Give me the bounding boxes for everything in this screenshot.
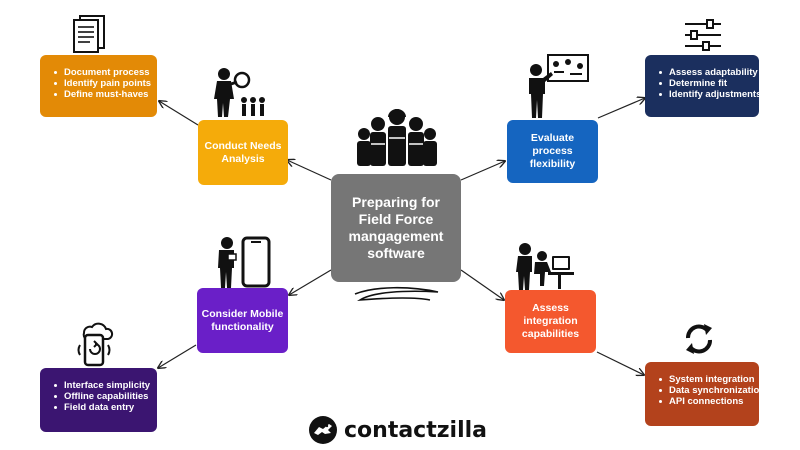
presenter-with-board-icon <box>529 54 589 118</box>
list-item: Determine fit <box>657 78 749 89</box>
list-item: Assess adaptability <box>657 67 758 78</box>
list-item: Identify pain points <box>52 78 151 89</box>
center-line: mangagement <box>348 228 444 244</box>
center-line: software <box>367 245 425 261</box>
team-of-workers-icon <box>357 109 437 166</box>
node-label: Conduct Needs <box>204 139 282 152</box>
list-item: System integration <box>657 374 755 385</box>
brand-name: contactzilla <box>344 417 488 443</box>
arrow-integration-to-list <box>596 351 644 375</box>
sliders-icon <box>685 19 721 51</box>
node-label: Analysis <box>221 152 265 165</box>
scribble-decoration <box>354 286 439 302</box>
documents-icon <box>73 15 105 53</box>
list-item: Define must-haves <box>52 89 148 100</box>
list-needs: Document process Identify pain points De… <box>40 55 157 117</box>
arrow-center-to-needs <box>287 160 332 181</box>
center-topic: Preparing for Field Force mangagement so… <box>331 174 461 282</box>
node-label: Evaluate process <box>530 132 575 157</box>
person-with-magnifier-icon <box>214 68 265 117</box>
list-item: API connections <box>657 396 749 407</box>
node-label: capabilities <box>521 328 580 340</box>
people-at-computer-icon <box>516 243 574 290</box>
list-evaluate: Assess adaptability Determine fit Identi… <box>645 55 761 117</box>
arrow-center-to-mobile <box>289 269 332 295</box>
node-assess-integration-capabilities: Assess integration capabilities <box>505 290 596 353</box>
brand-logo: contactzilla <box>308 414 487 446</box>
arrow-center-to-evaluate <box>460 161 505 181</box>
list-item: Interface simplicity <box>52 380 150 391</box>
node-label: flexibility <box>529 158 576 170</box>
node-consider-mobile-functionality: Consider Mobile functionality <box>197 288 288 353</box>
list-item: Identify adjustments <box>657 89 761 100</box>
center-line: Preparing for <box>352 194 440 210</box>
phone-with-cloud-icon <box>77 322 114 367</box>
center-line: Field Force <box>358 211 434 227</box>
arrow-mobile-to-list <box>158 344 197 368</box>
node-evaluate-process-flexibility: Evaluate process flexibility <box>507 120 598 183</box>
node-label: Consider Mobile <box>201 307 284 320</box>
sync-arrows-icon <box>686 324 712 354</box>
arrow-center-to-integration <box>460 269 504 300</box>
node-conduct-needs-analysis: Conduct Needs Analysis <box>198 120 288 185</box>
person-with-phone-icon <box>218 236 271 288</box>
arrow-evaluate-to-list <box>597 98 645 119</box>
node-label: functionality <box>211 320 274 333</box>
list-integration: System integration Data synchronization … <box>645 362 765 426</box>
node-label: integration <box>523 315 578 327</box>
list-item: Offline capabilities <box>52 391 148 402</box>
list-item: Data synchronization <box>657 385 765 396</box>
arrow-needs-to-list <box>159 101 199 126</box>
list-item: Field data entry <box>52 402 147 413</box>
node-label: Assess <box>532 302 569 314</box>
zilla-logo-icon <box>309 416 337 444</box>
list-item: Document process <box>52 67 150 78</box>
list-mobile: Interface simplicity Offline capabilitie… <box>40 368 157 432</box>
